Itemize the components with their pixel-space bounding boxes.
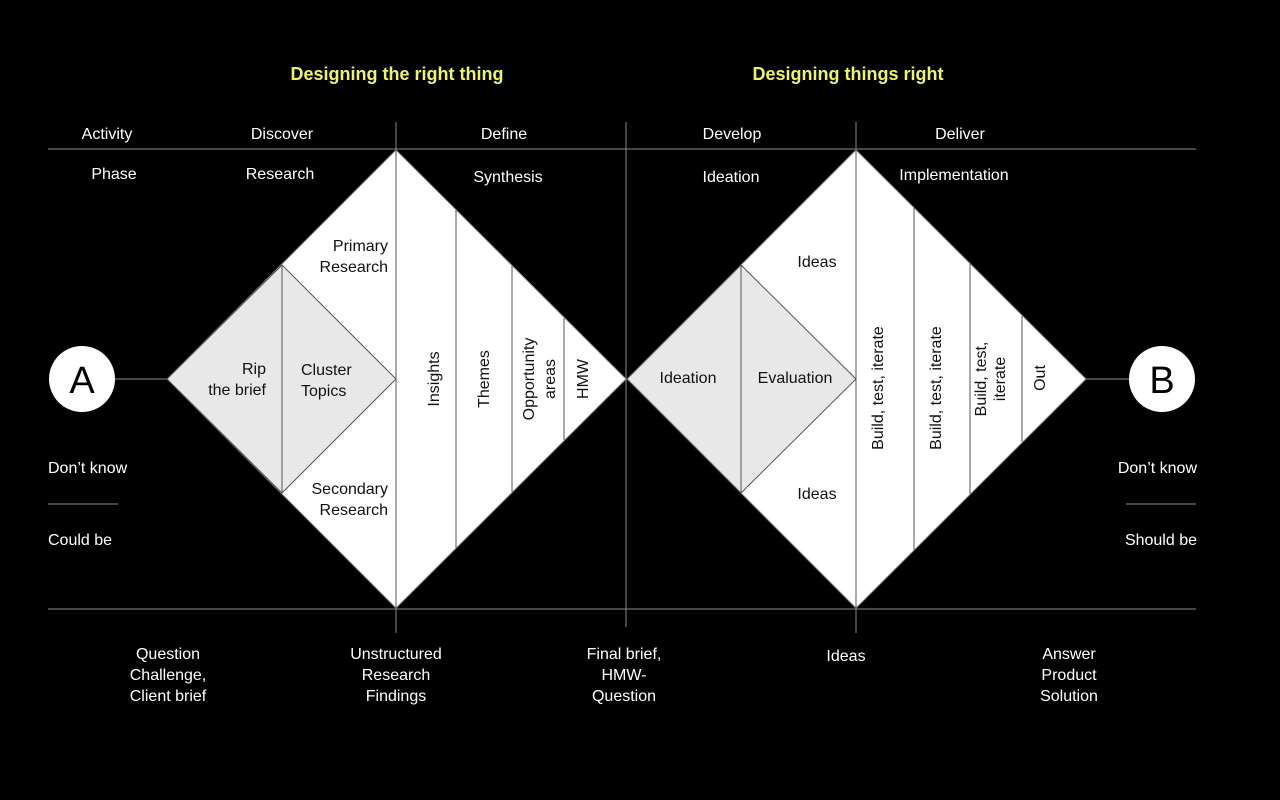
phase-implementation: Implementation (899, 167, 1008, 184)
output-findings-line2: Research (362, 667, 430, 684)
cluster-topics-line1: Cluster (301, 362, 352, 379)
phase-label: Phase (91, 166, 136, 183)
output-brief-line2: HMW- (601, 667, 646, 684)
output-brief-line1: Final brief, (587, 646, 662, 663)
right-should-be: Should be (1125, 532, 1197, 549)
strip-build-1: Build, test, iterate (870, 326, 887, 450)
phase-research: Research (246, 166, 314, 183)
phase-ideation: Ideation (703, 169, 760, 186)
output-question-line3: Client brief (130, 688, 207, 705)
output-ideas: Ideas (826, 648, 865, 665)
strip-build-2: Build, test, iterate (928, 326, 945, 450)
strip-hmw: HMW (575, 358, 592, 399)
output-findings-line3: Findings (366, 688, 426, 705)
activity-develop: Develop (703, 126, 762, 143)
activity-discover: Discover (251, 126, 314, 143)
output-question-line2: Challenge, (130, 667, 207, 684)
left-dont-know: Don’t know (48, 460, 128, 477)
output-answer-line1: Answer (1042, 646, 1096, 663)
heading-left: Designing the right thing (291, 64, 504, 84)
activity-deliver: Deliver (935, 126, 985, 143)
secondary-research-line1: Secondary (312, 481, 389, 498)
inner-evaluation: Evaluation (758, 370, 833, 387)
output-answer-line3: Solution (1040, 688, 1098, 705)
heading-right: Designing things right (753, 64, 944, 84)
output-findings-line1: Unstructured (350, 646, 442, 663)
strip-build-3-line2: iterate (992, 357, 1009, 402)
rip-brief-line1: Rip (242, 361, 266, 378)
inner-ideation: Ideation (660, 370, 717, 387)
strip-opportunity-line1: Opportunity (521, 338, 538, 421)
output-question-line1: Question (136, 646, 200, 663)
activity-define: Define (481, 126, 527, 143)
ideas-bottom: Ideas (797, 486, 836, 503)
activity-label: Activity (82, 126, 133, 143)
strip-out: Out (1032, 365, 1049, 391)
primary-research-line2: Research (320, 259, 388, 276)
right-dont-know: Don’t know (1118, 460, 1198, 477)
strip-themes: Themes (476, 350, 493, 408)
left-could-be: Could be (48, 532, 112, 549)
primary-research-line1: Primary (333, 238, 388, 255)
secondary-research-line2: Research (320, 502, 388, 519)
end-label: B (1149, 360, 1174, 402)
output-brief-line3: Question (592, 688, 656, 705)
strip-build-3-line1: Build, test, (973, 342, 990, 417)
ideas-top: Ideas (797, 254, 836, 271)
end-circle (1129, 346, 1195, 412)
output-answer-line2: Product (1041, 667, 1097, 684)
rip-brief-line2: the brief (208, 382, 266, 399)
strip-opportunity-line2: areas (542, 359, 559, 399)
strip-insights: Insights (426, 351, 443, 406)
start-circle (49, 346, 115, 412)
cluster-topics-line2: Topics (301, 383, 346, 400)
start-label: A (69, 360, 95, 402)
phase-synthesis: Synthesis (473, 169, 542, 186)
